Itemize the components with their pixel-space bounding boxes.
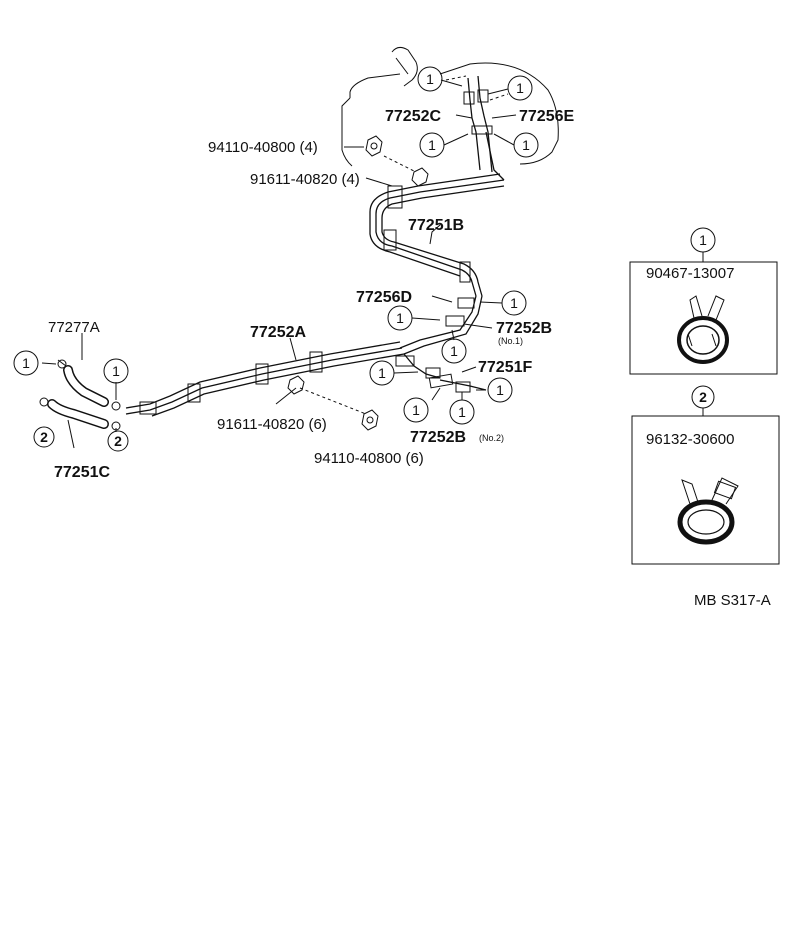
label-77252B-no1: 77252B: [496, 320, 552, 337]
label-77256D: 77256D: [356, 289, 412, 306]
ref-number: 1: [450, 343, 458, 359]
nut-top: [365, 135, 383, 157]
label-94110-top: 94110-40800 (4): [208, 139, 318, 156]
ref-number: 1: [428, 137, 436, 153]
clamp-bracket: [459, 261, 471, 283]
bolt-bottom: [287, 375, 367, 415]
ref-number: 1: [516, 80, 524, 96]
inset2-part-number: 96132-30600: [646, 431, 734, 448]
clamp-bracket: [309, 351, 323, 373]
inset1-part-number: 90467-13007: [646, 265, 734, 282]
ref-circle: 1: [419, 132, 445, 158]
clamp-bracket: [187, 383, 201, 403]
ref-number: 1: [458, 404, 466, 420]
inset2-ref: 2: [699, 389, 707, 405]
inset1-ref: 1: [699, 232, 707, 248]
label-77256E: 77256E: [519, 108, 574, 125]
hose-77277A: [57, 359, 121, 411]
nut-bottom: [361, 409, 379, 431]
ref-number: 1: [22, 355, 30, 371]
ref-number: 1: [510, 295, 518, 311]
ref-number: 2: [114, 433, 122, 449]
mid-connector-cluster: [399, 295, 483, 355]
label-77251B: 77251B: [408, 217, 464, 234]
ref-circle: 1: [449, 399, 475, 425]
inset-clip-2: 2 96132-30600: [631, 385, 780, 565]
ref-number: 1: [112, 363, 120, 379]
ref-circle: 1: [13, 350, 39, 376]
ref-number: 1: [378, 365, 386, 381]
inset-clip-1: 1 90467-13007: [629, 227, 778, 375]
ref-number: 1: [426, 71, 434, 87]
ref-number: 1: [396, 310, 404, 326]
fuel-filler-neck: [341, 46, 559, 167]
ref-circle: 1: [403, 397, 429, 423]
label-77251C: 77251C: [54, 464, 110, 481]
label-91611-top: 91611-40820 (4): [250, 171, 360, 188]
label-77252A: 77252A: [250, 324, 306, 341]
label-77252B-no2: 77252B: [410, 429, 466, 446]
lower-connector-cluster: [395, 353, 487, 393]
label-no2: (No.2): [479, 433, 504, 443]
pipe-77252A: [125, 341, 405, 417]
ref-circle: 1: [513, 132, 539, 158]
ref-number: 1: [496, 382, 504, 398]
ref-circle: 1: [387, 305, 413, 331]
ref-circle: 2: [107, 430, 129, 452]
label-77277A: 77277A: [48, 319, 100, 336]
clamp-bracket: [387, 185, 403, 209]
label-94110-bottom: 94110-40800 (6): [314, 450, 424, 467]
clip-icon: [677, 295, 729, 364]
clamp-bracket: [139, 401, 157, 415]
spring-clip-icon: [677, 477, 739, 545]
ref-circle: 1: [501, 290, 527, 316]
hose-77251C: [39, 397, 121, 431]
clamp-bracket: [255, 363, 269, 385]
label-91611-bottom: 91611-40820 (6): [217, 416, 327, 433]
label-77252C: 77252C: [385, 108, 441, 125]
clamp-bracket: [383, 229, 397, 251]
label-no1: (No.1): [498, 336, 523, 346]
ref-number: 1: [522, 137, 530, 153]
ref-number: 2: [40, 429, 48, 445]
ref-circle: 1: [441, 338, 467, 364]
pipe-77251B: [369, 173, 505, 297]
leader-lines: [41, 79, 517, 449]
ref-number: 1: [412, 402, 420, 418]
ref-circle: 1: [103, 358, 129, 384]
ref-circle: 1: [507, 75, 533, 101]
label-77251F: 77251F: [478, 359, 532, 376]
diagram-code: MB S317-A: [694, 592, 771, 609]
ref-circle: 1: [369, 360, 395, 386]
ref-circle: 2: [33, 426, 55, 448]
bolt-top: [383, 155, 429, 187]
ref-circle: 1: [487, 377, 513, 403]
ref-circle: 1: [417, 66, 443, 92]
